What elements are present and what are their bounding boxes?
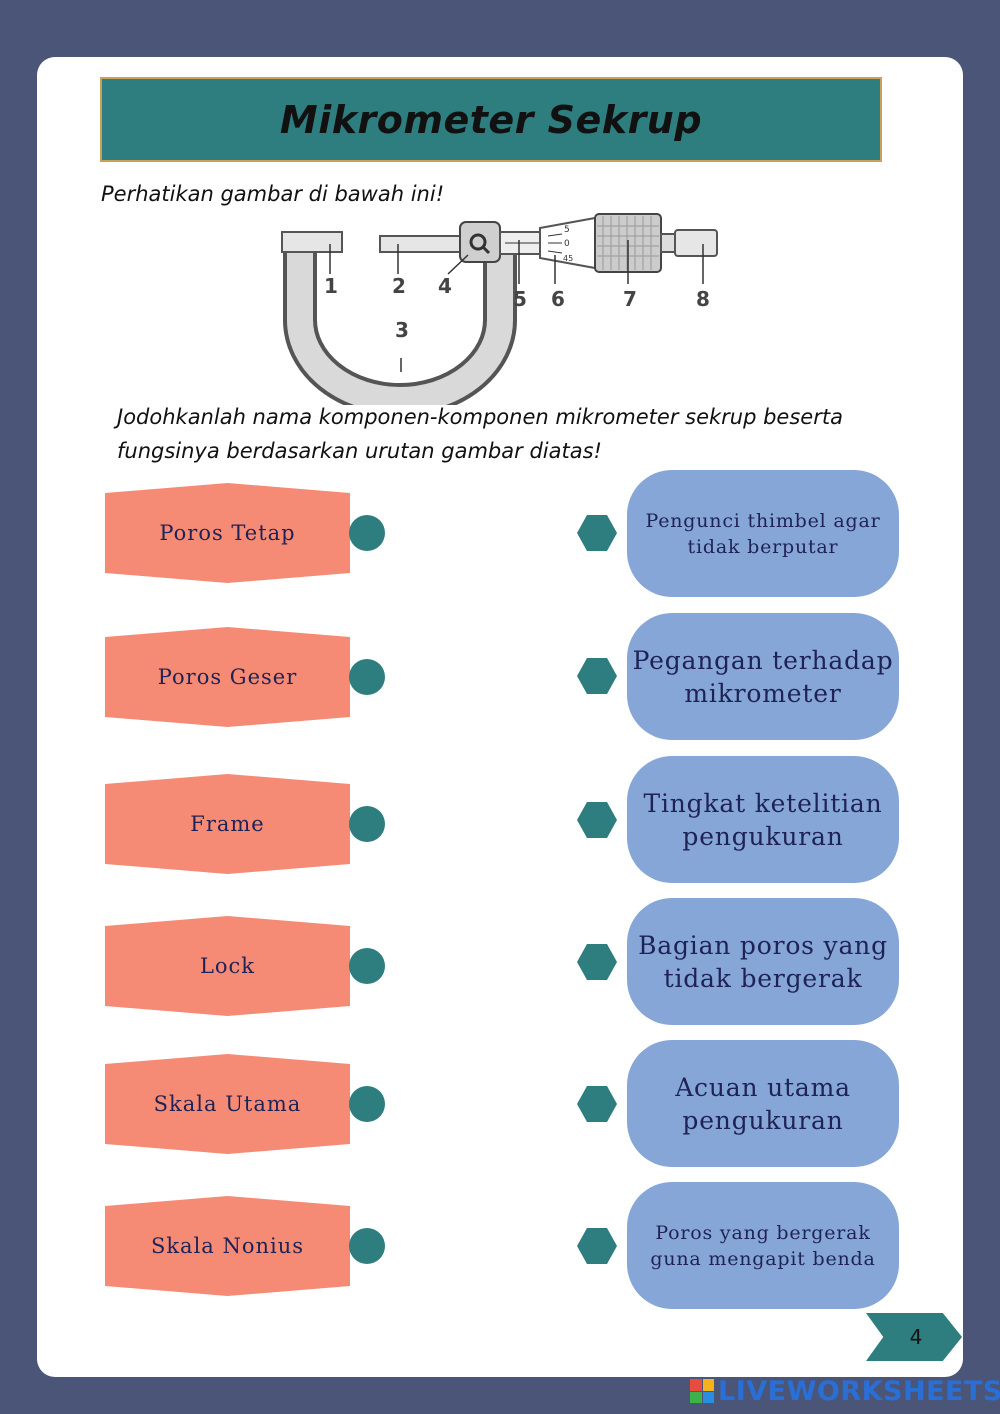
thimble-mark-0: 0 (564, 239, 570, 249)
function-connector-dot[interactable] (577, 658, 617, 694)
component-connector-dot[interactable] (349, 659, 385, 695)
liveworksheets-logo-icon (690, 1379, 714, 1403)
figure-label-1: 1 (324, 274, 338, 298)
function-connector-dot[interactable] (577, 1228, 617, 1264)
component-connector-dot[interactable] (349, 515, 385, 551)
figure-label-6: 6 (551, 287, 565, 311)
anvil-shape (281, 231, 343, 253)
function-option[interactable]: Tingkat ketelitian pengukuran (627, 756, 899, 883)
liveworksheets-watermark: LIVEWORKSHEETS (690, 1374, 1000, 1408)
intro-text: Perhatikan gambar di bawah ini! (101, 182, 445, 206)
function-connector-dot[interactable] (577, 944, 617, 980)
page-number: 4 (909, 1325, 923, 1349)
spindle-shape (379, 235, 466, 253)
function-option[interactable]: Poros yang bergerak guna mengapit benda (627, 1182, 899, 1309)
ratchet-shape (674, 229, 718, 257)
component-option[interactable]: Skala Nonius (105, 1196, 350, 1296)
title-banner: Mikrometer Sekrup (100, 77, 882, 162)
function-option[interactable]: Bagian poros yang tidak bergerak (627, 898, 899, 1025)
page-title: Mikrometer Sekrup (279, 97, 703, 142)
function-option[interactable]: Pegangan terhadap mikrometer (627, 613, 899, 740)
component-connector-dot[interactable] (349, 948, 385, 984)
component-option[interactable]: Lock (105, 916, 350, 1016)
instruction-line-1: Jodohkanlah nama komponen-komponen mikro… (117, 405, 843, 429)
function-connector-dot[interactable] (577, 1086, 617, 1122)
figure-label-3: 3 (395, 318, 409, 342)
instruction-line-2: fungsinya berdasarkan urutan gambar diat… (117, 439, 602, 463)
function-connector-dot[interactable] (577, 802, 617, 838)
micrometer-figure: 5 0 45 1 2 3 4 5 6 7 8 (281, 213, 718, 405)
instruction-text: Jodohkanlah nama komponen-komponen mikro… (117, 400, 897, 468)
component-option[interactable]: Frame (105, 774, 350, 874)
thimble-mark-5: 5 (564, 225, 570, 235)
component-connector-dot[interactable] (349, 806, 385, 842)
thimble-mark-45: 45 (563, 254, 573, 263)
component-option[interactable]: Skala Utama (105, 1054, 350, 1154)
figure-label-8: 8 (696, 287, 710, 311)
watermark-text: LIVEWORKSHEETS (718, 1375, 1000, 1407)
figure-label-4: 4 (438, 274, 452, 298)
component-connector-dot[interactable] (349, 1086, 385, 1122)
component-connector-dot[interactable] (349, 1228, 385, 1264)
figure-label-5: 5 (513, 287, 527, 311)
figure-label-7: 7 (623, 287, 637, 311)
figure-label-2: 2 (392, 274, 406, 298)
function-option[interactable]: Pengunci thimbel agar tidak berputar (627, 470, 899, 597)
function-connector-dot[interactable] (577, 515, 617, 551)
function-option[interactable]: Acuan utama pengukuran (627, 1040, 899, 1167)
component-option[interactable]: Poros Geser (105, 627, 350, 727)
component-option[interactable]: Poros Tetap (105, 483, 350, 583)
